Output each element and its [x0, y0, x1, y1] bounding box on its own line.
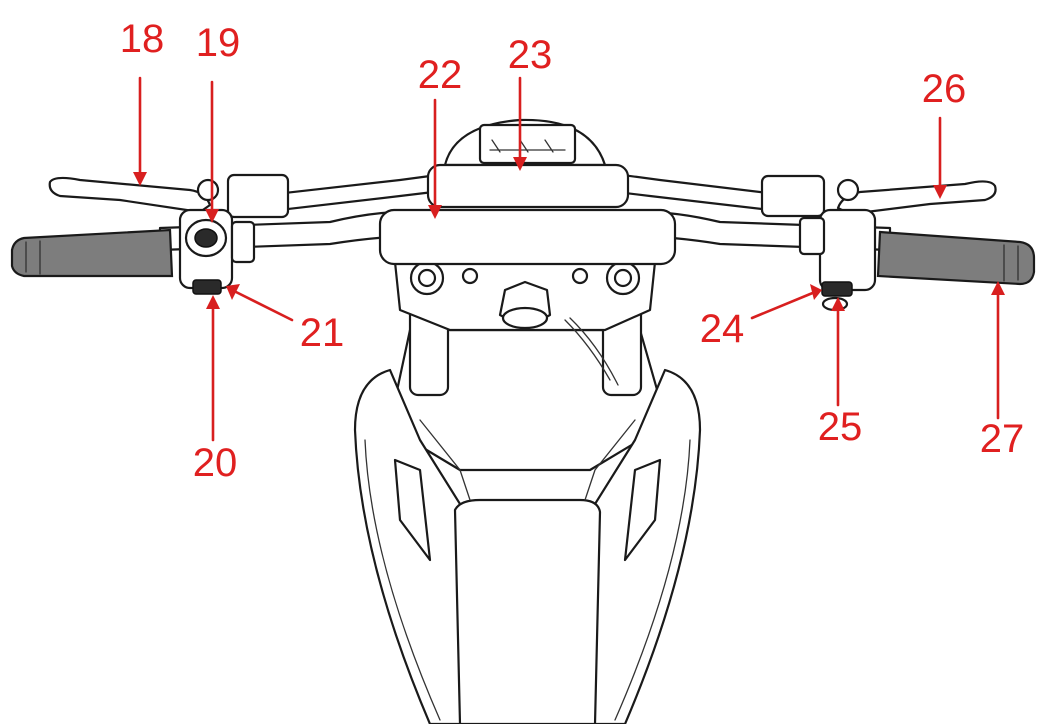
callout-27: 27 [980, 417, 1025, 461]
callout-24: 24 [700, 307, 745, 351]
fork-and-clamp [393, 260, 657, 397]
callout-19: 19 [196, 21, 241, 65]
callout-21: 21 [300, 311, 345, 355]
left-controls [10, 173, 290, 295]
leader-lines [133, 76, 1005, 442]
callout-25: 25 [818, 405, 863, 449]
front-fairing [353, 328, 702, 724]
right-controls [760, 174, 1036, 312]
callout-20: 20 [193, 441, 238, 485]
callout-labels: 18 19 20 21 22 23 24 25 26 27 [120, 17, 1025, 485]
callout-18: 18 [120, 17, 165, 61]
instrument-cluster [426, 118, 630, 209]
callout-26: 26 [922, 67, 967, 111]
handlebar-pad [378, 208, 677, 266]
callout-23: 23 [508, 33, 553, 77]
callout-22: 22 [418, 53, 463, 97]
